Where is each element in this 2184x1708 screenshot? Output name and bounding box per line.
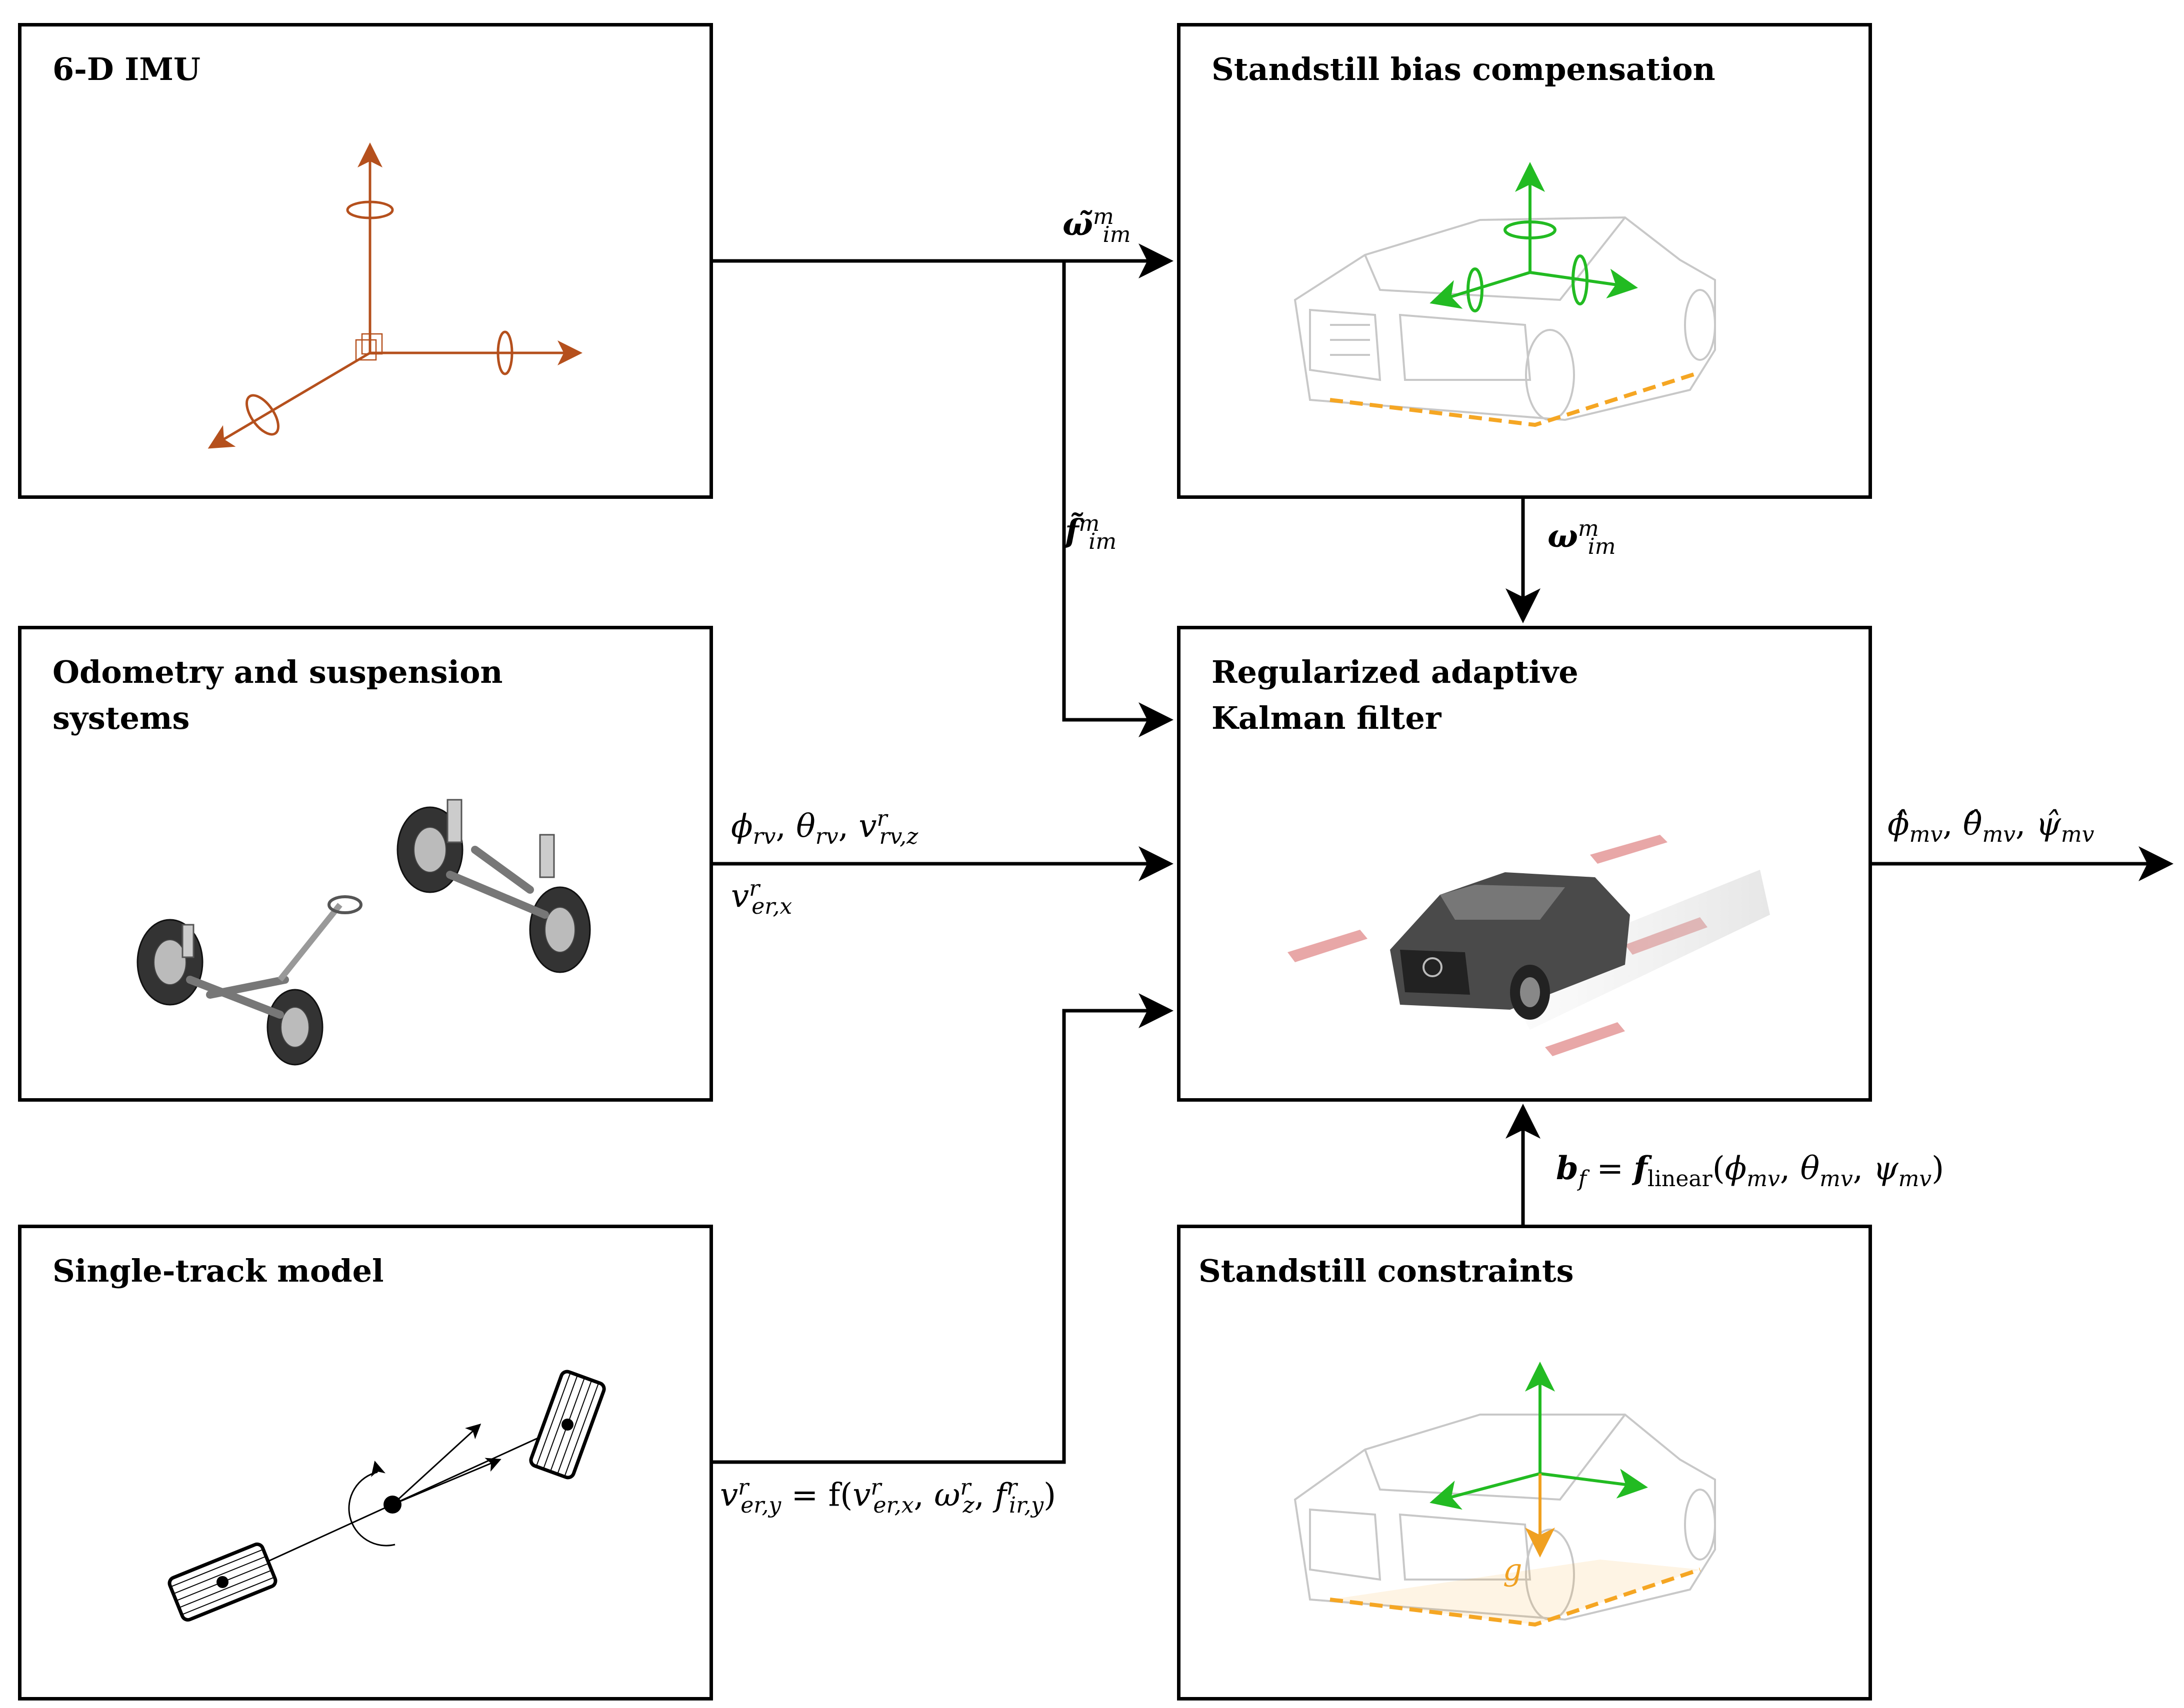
bf-equation-label: bf = flinear(ϕmv, θmv, ψmv) <box>1556 1150 1944 1192</box>
f-tilde-label: f̃mim <box>1065 511 1117 555</box>
imu-axes-icon <box>208 142 582 449</box>
standstill-constraints-box: Standstill constraints <box>1177 1225 1872 1701</box>
car-with-gravity-axes-icon <box>1294 1362 1716 1627</box>
moving-car-icon <box>1288 835 1770 1056</box>
arrow-imu-to-kalman <box>1062 261 1174 737</box>
v-erx-label: vrer,x <box>731 876 792 920</box>
odometry-box: Odometry and suspension systems <box>18 626 713 1102</box>
omega-tilde-label: ω̃mim <box>1062 204 1131 248</box>
kalman-filter-box: Regularized adaptive Kalman filter <box>1177 626 1872 1102</box>
imu-box: 6-D IMU <box>18 23 713 499</box>
v-ery-equation-label: vrer,y = f(vrer,x, ωrz, frir,y) <box>720 1475 1056 1519</box>
omega-label: ωmim <box>1548 516 1616 560</box>
bias-compensation-box-title: Standstill bias compensation <box>1212 51 1716 87</box>
arrow-single-track-to-kalman <box>713 993 1174 1464</box>
suspension-chassis-icon <box>136 799 591 1066</box>
kalman-filter-box-title: Regularized adaptive Kalman filter <box>1212 654 1578 736</box>
gravity-label: g <box>1503 1553 1522 1588</box>
single-track-box: Single-track model <box>18 1225 713 1701</box>
single-track-box-title: Single-track model <box>52 1253 384 1289</box>
imu-box-title: 6-D IMU <box>52 51 200 87</box>
bias-compensation-box: Standstill bias compensation <box>1177 23 1872 499</box>
odometry-box-title: Odometry and suspension systems <box>52 654 503 736</box>
kalman-output-label: ϕ̂mv, θ̂mv, ψ̂mv <box>1888 806 2094 847</box>
odometry-angles-label: ϕrv, θrv, vrrv,z <box>731 806 918 850</box>
car-with-rotation-axes-icon <box>1294 162 1716 427</box>
single-track-bicycle-model-icon <box>168 1370 606 1622</box>
standstill-constraints-box-title: Standstill constraints <box>1198 1253 1574 1289</box>
